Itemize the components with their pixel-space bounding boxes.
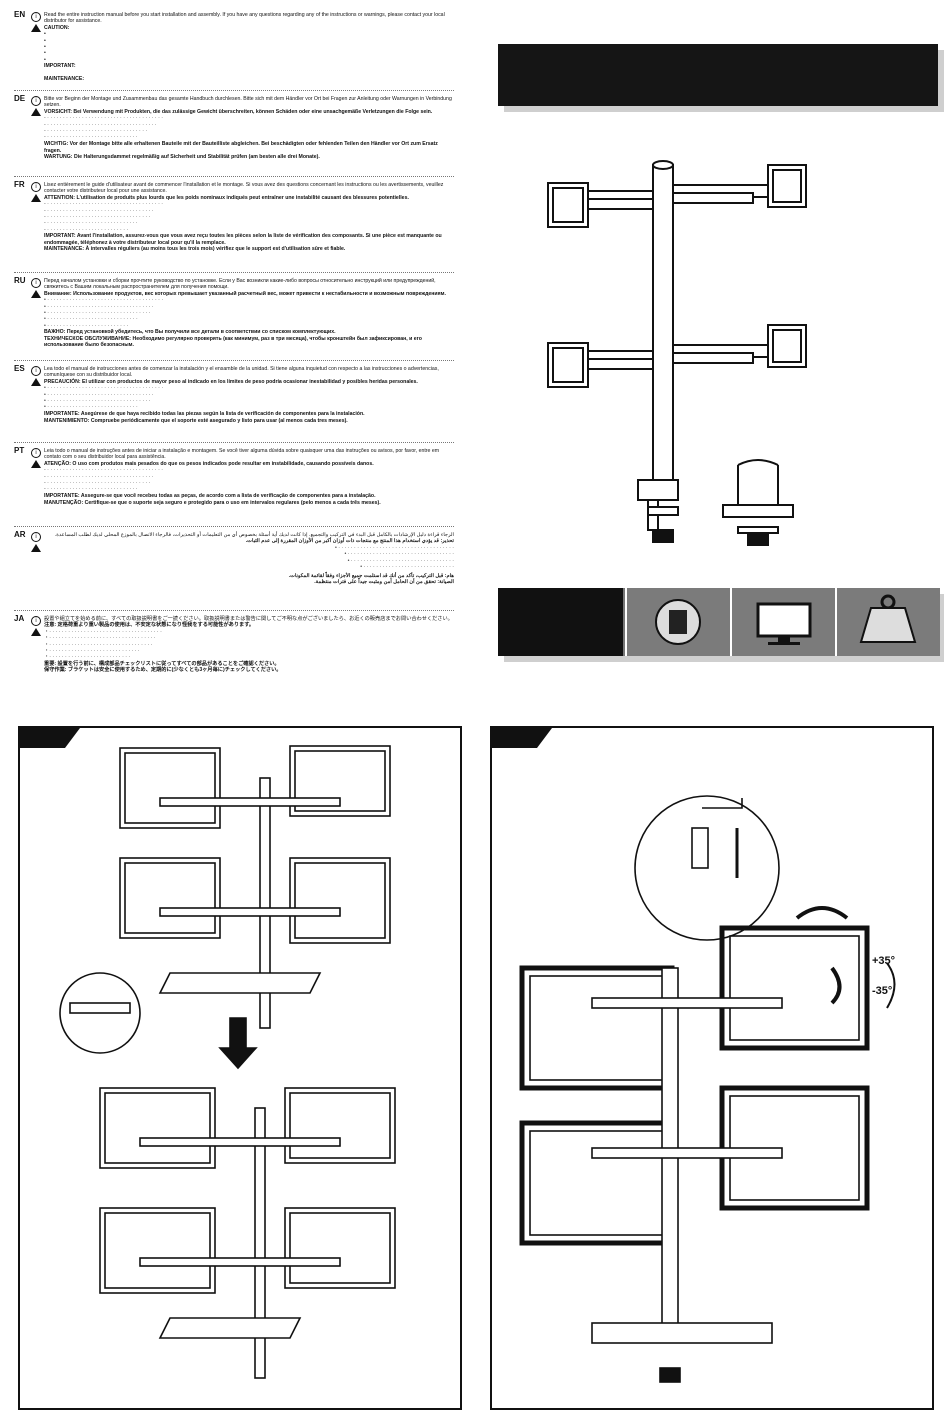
monitor-icon — [730, 588, 835, 656]
divider — [14, 272, 454, 273]
intro-text: Read the entire instruction manual befor… — [44, 12, 445, 25]
lang-code: DE — [14, 94, 26, 103]
maintenance-text: MAINTENANCE: — [44, 75, 85, 82]
adjustment-panel-right: +35° -35° — [490, 726, 934, 1410]
maintenance-text: WARTUNG: Die Halterungsdammet regelmäßig… — [44, 154, 320, 161]
divider — [14, 526, 454, 527]
step-tab — [492, 728, 552, 748]
divider — [14, 610, 454, 611]
divider — [14, 90, 454, 91]
lang-block-es: ES i Lea todo el manual de instrucciones… — [14, 364, 454, 442]
caution-text: 注意: 定格荷重より重い製品の使用は、不安定な状態になり怪我をする可能性がありま… — [44, 622, 255, 629]
maintenance-text: 保守作業: ブラケットは安全に使用するため、定期的に(少なくとも3ヶ月毎に)チェ… — [44, 667, 282, 674]
intro-text: Перед началом установки и сборки прочтит… — [44, 278, 436, 291]
warning-icon — [31, 108, 41, 116]
important-text: IMPORTANT: — [44, 63, 76, 70]
caution-text: تحذير: قد يؤدي استخدام هذا المنتج مع منت… — [245, 538, 454, 545]
title-band — [498, 44, 938, 106]
intro-text: Lea todo el manual de instrucciones ante… — [44, 366, 439, 379]
lang-code: ES — [14, 364, 25, 373]
caution-text: ATENÇÃO: O uso com produtos mais pesados… — [44, 460, 374, 467]
maintenance-text: MAINTENANCE: À intervalles réguliers (au… — [44, 246, 346, 253]
lang-code: RU — [14, 276, 26, 285]
warning-icon — [31, 460, 41, 468]
lang-code: FR — [14, 180, 25, 189]
info-icon: i — [31, 532, 41, 542]
info-icon: i — [31, 448, 41, 458]
important-text: هام: قبل التركيب، تأكد من أنك قد استلمت … — [288, 572, 454, 579]
intro-text: الرجاء قراءة دليل الإرشادات بالكامل قبل … — [54, 532, 454, 538]
info-icon: i — [31, 12, 41, 22]
product-illustration — [498, 135, 938, 565]
clamp-icon — [625, 588, 730, 656]
intro-text: Lisez entièrement le guide d'utilisateur… — [44, 182, 444, 195]
warning-icon — [31, 24, 41, 32]
lang-block-ar: AR i الرجاء قراءة دليل الإرشادات بالكامل… — [14, 530, 454, 586]
step-tab — [20, 728, 80, 748]
lang-code: JA — [14, 614, 25, 623]
caution-text: Внимание: Использование продуктов, вес к… — [44, 290, 446, 297]
lang-block-ja: JA i 設置や組立てを始める前に、すべての取扱説明書をご一読ください。取扱説明… — [14, 614, 453, 674]
warning-icon — [31, 378, 41, 386]
lang-block-fr: FR i Lisez entièrement le guide d'utilis… — [14, 180, 454, 270]
info-icon: i — [31, 96, 41, 106]
feature-icon-bar — [498, 588, 940, 656]
lang-block-de: DE i Bitte vor Beginn der Montage und Zu… — [14, 94, 454, 176]
caution-text: PRECAUCIÓN: El utilizar con productos de… — [44, 378, 418, 385]
maintenance-text: الصيانة: تحقق من أن الحامل آمن ومثبت جيد… — [314, 579, 454, 586]
tilt-down-label: -35° — [872, 985, 892, 997]
warning-icon — [31, 628, 41, 636]
intro-text: 設置や組立てを始める前に、すべての取扱説明書をご一読ください。取扱説明書または警… — [44, 616, 453, 622]
assembly-panel-left — [18, 726, 462, 1410]
lang-code: PT — [14, 446, 25, 455]
caution-text: CAUTION: — [44, 24, 70, 31]
lang-code: AR — [14, 530, 26, 539]
intro-text: Bitte vor Beginn der Montage und Zusamme… — [44, 96, 452, 109]
weight-icon — [835, 588, 940, 656]
icon-cell-blank — [498, 588, 623, 656]
tilt-up-label: +35° — [872, 955, 895, 967]
info-icon: i — [31, 616, 41, 626]
info-icon: i — [31, 278, 41, 288]
important-text: IMPORTANTE: Assegure-se que você recebeu… — [44, 493, 376, 500]
divider — [14, 360, 454, 361]
warning-icon — [31, 290, 41, 298]
caution-text: VORSICHT: Bei Verwendung mit Produkten, … — [44, 108, 433, 115]
warning-icon — [31, 544, 41, 552]
info-icon: i — [31, 366, 41, 376]
caution-text: ATTENTION: L'utilisation de produits plu… — [44, 194, 409, 201]
lang-block-ru: RU i Перед началом установки и сборки пр… — [14, 276, 454, 360]
intro-text: Leia todo o manual de instruções antes d… — [44, 448, 440, 461]
lang-block-pt: PT i Leia todo o manual de instruções an… — [14, 446, 454, 528]
warning-icon — [31, 194, 41, 202]
important-text: IMPORTANTE: Asegúrese de que haya recibi… — [44, 411, 365, 418]
lang-code: EN — [14, 10, 26, 19]
divider — [14, 442, 454, 443]
important-text: ВАЖНО: Перед установкой убедитесь, что В… — [44, 329, 336, 336]
important-text: WICHTIG: Vor der Montage bitte alle erha… — [44, 141, 438, 154]
info-icon: i — [31, 182, 41, 192]
divider — [14, 176, 454, 177]
maintenance-text: ТЕХНИЧЕСКОЕ ОБСЛУЖИВАНИЕ: Необходимо рег… — [44, 335, 422, 349]
maintenance-text: MANUTENÇÃO: Certifique-se que o suporte … — [44, 499, 381, 506]
important-text: IMPORTANT: Avant l'installation, assurez… — [44, 233, 442, 246]
lang-block-en: EN i Read the entire instruction manual … — [14, 10, 454, 92]
important-text: 重要: 設置を行う前に、構成部品チェックリストに従ってすべての部品があることをご… — [44, 660, 280, 667]
maintenance-text: MANTENIMIENTO: Compruebe periódicamente … — [44, 417, 348, 424]
